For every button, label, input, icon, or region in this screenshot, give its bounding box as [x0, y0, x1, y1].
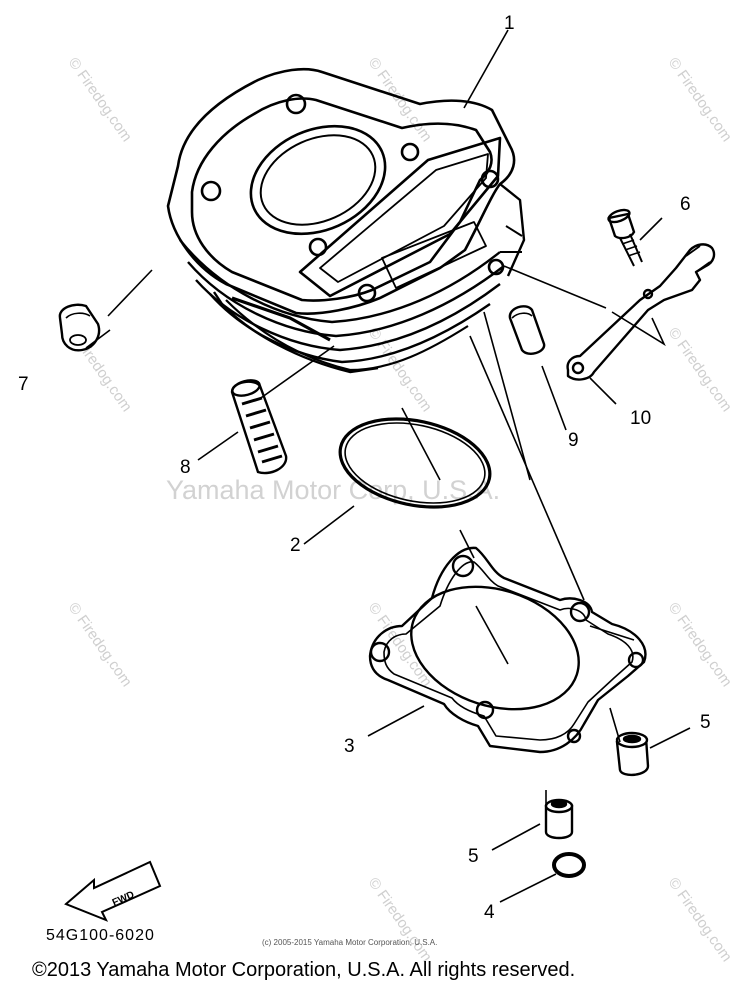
- watermark-firedog: © Firedog.com: [665, 600, 735, 691]
- bolt-part: [607, 208, 643, 267]
- watermark-firedog: © Firedog.com: [65, 600, 135, 691]
- callout-5: 5: [468, 846, 479, 867]
- copyright-notice: ©2013 Yamaha Motor Corporation, U.S.A. A…: [32, 959, 576, 981]
- callout-8: 8: [180, 457, 191, 478]
- callout-2: 2: [290, 535, 301, 556]
- callout-7: 7: [18, 374, 29, 395]
- callout-10: 10: [630, 408, 651, 429]
- dowel-part: [508, 305, 546, 355]
- spring-part: [230, 379, 288, 475]
- leader-lines: [85, 29, 691, 903]
- watermark-yamaha: Yamaha Motor Corp, U.S.A.: [166, 475, 500, 505]
- callout-6: 6: [680, 194, 691, 215]
- dowel-pin-part: [544, 798, 574, 840]
- callout-5: 5: [700, 712, 711, 733]
- watermark-firedog: © Firedog.com: [65, 55, 135, 146]
- watermark-firedog: © Firedog.com: [365, 875, 435, 966]
- cylinder-gasket-part: [368, 546, 647, 754]
- watermarks: © Firedog.com © Firedog.com © Firedog.co…: [65, 55, 735, 966]
- o-ring-part: [338, 417, 492, 509]
- watermark-firedog: © Firedog.com: [665, 875, 735, 966]
- watermark-firedog: © Firedog.com: [665, 325, 735, 416]
- watermark-firedog: © Firedog.com: [665, 55, 735, 146]
- fwd-arrow-icon: FWD: [64, 860, 162, 922]
- callout-9: 9: [568, 430, 579, 451]
- callout-4: 4: [484, 902, 495, 923]
- clip-ring-part: [552, 852, 586, 878]
- callout-1: 1: [504, 13, 515, 34]
- part-code: 54G100-6020: [46, 927, 155, 944]
- cylinder-part: [166, 67, 526, 374]
- callout-3: 3: [344, 736, 355, 757]
- watermark-firedog: © Firedog.com: [365, 55, 435, 146]
- bracket-part: [566, 243, 716, 381]
- callout-numbers: 1 2 3 4 5 5 6 7 8 9 10: [18, 13, 711, 923]
- dowel-pin-part: [615, 731, 650, 777]
- small-copyright: (c) 2005-2015 Yamaha Motor Corporation, …: [262, 938, 438, 947]
